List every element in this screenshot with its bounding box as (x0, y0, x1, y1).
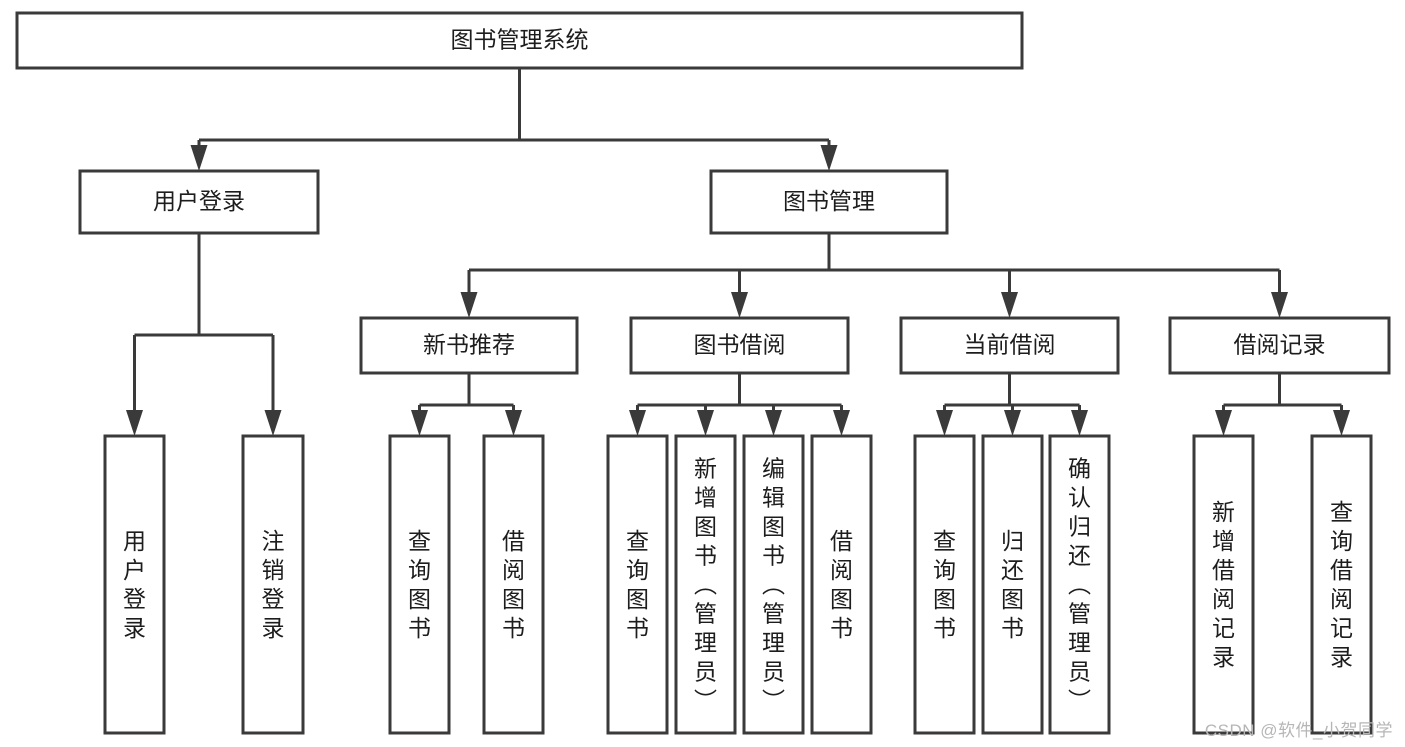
node-box-rect[interactable] (15, 11, 1024, 70)
node-box-rect[interactable] (742, 434, 805, 735)
arrow-head-icon (833, 410, 850, 436)
arrow-head-icon (629, 410, 646, 436)
arrow-head-icon (1001, 292, 1018, 318)
node-label: 当前借阅 (964, 332, 1056, 358)
node-box-rect[interactable] (388, 434, 451, 735)
node-label: 确认归还︵管理员︶ (1068, 456, 1091, 714)
arrow-head-icon (697, 410, 714, 436)
arrow-head-icon (411, 410, 428, 436)
node-leaf_user_login[interactable]: 用户登录 (103, 434, 166, 735)
node-box-rect[interactable] (674, 434, 737, 735)
connector-group-l1_book_manage (460, 233, 1288, 318)
node-leaf_bb_add[interactable]: 新增图书︵管理员︶ (674, 434, 737, 735)
node-l2_record[interactable]: 借阅记录 (1168, 316, 1391, 375)
node-l2_current[interactable]: 当前借阅 (899, 316, 1120, 375)
connector-group-l2_borrow (629, 373, 850, 436)
arrow-head-icon (126, 410, 143, 436)
node-label: 新增借阅记录 (1212, 499, 1235, 670)
arrow-head-icon (264, 410, 282, 436)
node-label: 借阅记录 (1234, 332, 1326, 358)
node-box-rect[interactable] (913, 434, 976, 735)
node-leaf_cb_query[interactable]: 查询图书 (913, 434, 976, 735)
arrow-head-icon (190, 145, 208, 171)
node-leaf_nb_borrow[interactable]: 借阅图书 (482, 434, 545, 735)
node-l2_borrow[interactable]: 图书借阅 (629, 316, 850, 375)
node-label: 新书推荐 (423, 332, 515, 358)
node-box-rect[interactable] (1310, 434, 1373, 735)
arrow-head-icon (731, 292, 748, 318)
connector-lines-layer (126, 68, 1350, 436)
node-box-rect[interactable] (241, 434, 305, 735)
node-l2_new_book[interactable]: 新书推荐 (359, 316, 579, 375)
node-label: 新增图书︵管理员︶ (694, 456, 717, 714)
node-leaf_nb_query[interactable]: 查询图书 (388, 434, 451, 735)
node-box-rect[interactable] (606, 434, 669, 735)
node-box-rect[interactable] (629, 316, 850, 375)
node-label: 用户登录 (153, 188, 245, 214)
node-label: 查询图书 (408, 528, 431, 641)
node-l1_user_login[interactable]: 用户登录 (78, 169, 320, 235)
arrow-head-icon (765, 410, 782, 436)
node-leaf_bb_borrow[interactable]: 借阅图书 (810, 434, 873, 735)
connector-group-l2_record (1215, 373, 1350, 436)
node-leaf_bb_edit[interactable]: 编辑图书︵管理员︶ (742, 434, 805, 735)
connector-group-l2_current (936, 373, 1088, 436)
arrow-head-icon (1271, 292, 1288, 318)
connector-group-l1_user_login (126, 233, 282, 436)
arrow-head-icon (1004, 410, 1021, 436)
arrow-head-icon (505, 410, 522, 436)
node-label: 图书管理系统 (451, 27, 589, 53)
arrow-head-icon (460, 292, 478, 318)
node-label: 注销登录 (262, 528, 285, 641)
arrow-head-icon (1333, 410, 1350, 436)
node-label: 借阅图书 (502, 528, 525, 641)
node-box-rect[interactable] (482, 434, 545, 735)
node-leaf_cb_confirm[interactable]: 确认归还︵管理员︶ (1048, 434, 1111, 735)
connector-group-l2_new_book (411, 373, 522, 436)
connector-group-root (190, 68, 838, 171)
arrow-head-icon (936, 410, 953, 436)
node-box-rect[interactable] (981, 434, 1044, 735)
node-box-rect[interactable] (709, 169, 949, 235)
node-label: 图书借阅 (694, 332, 786, 358)
node-box-rect[interactable] (1192, 434, 1255, 735)
node-leaf_rec_query[interactable]: 查询借阅记录 (1310, 434, 1373, 735)
node-label: 归还图书 (1001, 528, 1024, 641)
node-box-rect[interactable] (103, 434, 166, 735)
node-box-rect[interactable] (78, 169, 320, 235)
node-box-rect[interactable] (1168, 316, 1391, 375)
node-boxes-layer: 图书管理系统用户登录图书管理新书推荐图书借阅当前借阅借阅记录用户登录注销登录查询… (15, 11, 1391, 735)
node-box-rect[interactable] (899, 316, 1120, 375)
arrow-head-icon (820, 145, 838, 171)
node-label: 借阅图书 (830, 528, 853, 641)
node-box-rect[interactable] (359, 316, 579, 375)
arrow-head-icon (1215, 410, 1232, 436)
node-label: 查询借阅记录 (1330, 499, 1353, 670)
node-label: 查询图书 (933, 528, 956, 641)
node-root[interactable]: 图书管理系统 (15, 11, 1024, 70)
node-box-rect[interactable] (810, 434, 873, 735)
arrow-head-icon (1071, 410, 1088, 436)
node-leaf_cb_return[interactable]: 归还图书 (981, 434, 1044, 735)
node-leaf_bb_query[interactable]: 查询图书 (606, 434, 669, 735)
node-label: 用户登录 (123, 528, 146, 641)
node-leaf_rec_add[interactable]: 新增借阅记录 (1192, 434, 1255, 735)
node-label: 编辑图书︵管理员︶ (762, 456, 785, 714)
node-label: 查询图书 (626, 528, 649, 641)
node-label: 图书管理 (783, 188, 875, 214)
node-box-rect[interactable] (1048, 434, 1111, 735)
node-leaf_user_logout[interactable]: 注销登录 (241, 434, 305, 735)
node-l1_book_manage[interactable]: 图书管理 (709, 169, 949, 235)
